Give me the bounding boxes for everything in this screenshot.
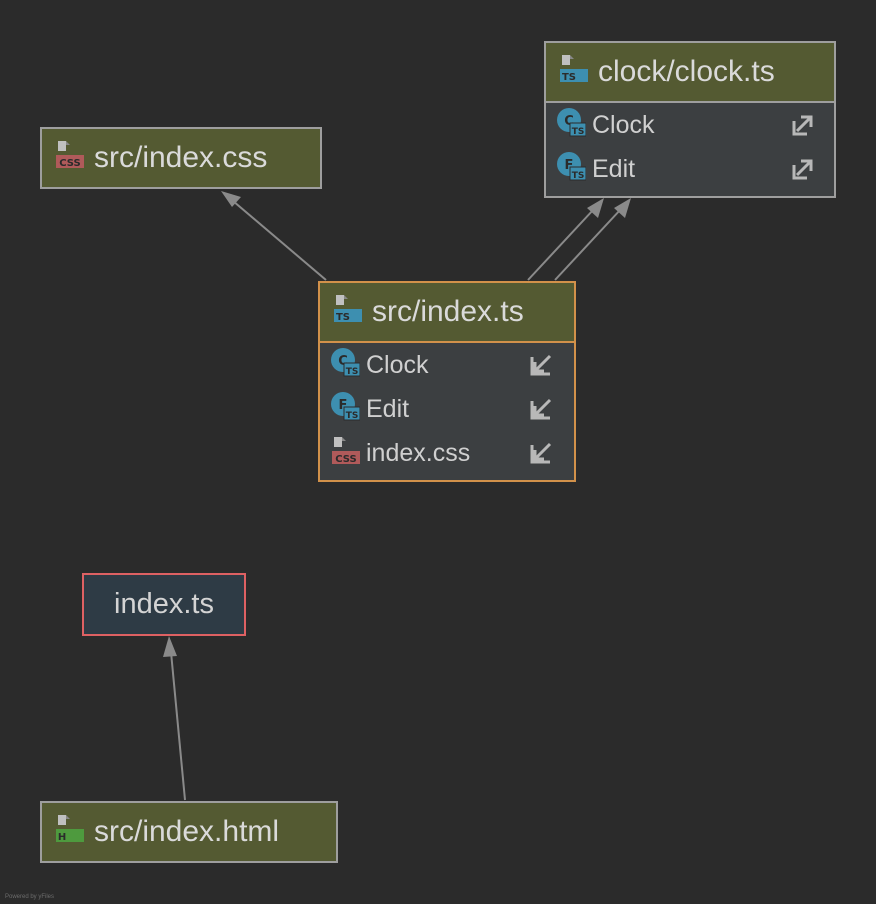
node-title: src/index.css (94, 141, 268, 174)
svg-text:TS: TS (346, 367, 359, 377)
svg-text:CSS: CSS (59, 158, 80, 169)
member-label: Edit (592, 154, 636, 183)
node-title: src/index.ts (372, 295, 524, 328)
edge-arrowhead (163, 636, 177, 657)
svg-text:CSS: CSS (335, 454, 356, 465)
node-header: TS src/index.ts (320, 283, 574, 341)
svg-text:TS: TS (346, 411, 359, 421)
node-header: H src/index.html (42, 803, 336, 861)
html-file-icon: H (54, 813, 84, 851)
edge-index-html-to-index-ts (170, 651, 186, 801)
node-title: clock/clock.ts (598, 55, 775, 88)
export-arrow-icon (790, 113, 814, 144)
svg-text:C: C (564, 114, 574, 129)
svg-text:F: F (565, 158, 574, 173)
member-label: Clock (592, 110, 655, 139)
edge-index-ts-to-index-css (232, 200, 327, 281)
svg-text:C: C (338, 354, 348, 369)
css-file-icon: CSS (330, 435, 360, 472)
svg-text:F: F (339, 398, 348, 413)
node-index-ts[interactable]: index.ts (82, 573, 246, 636)
import-arrow-icon (530, 353, 554, 384)
node-divider (320, 341, 574, 343)
ts-file-icon: TS (332, 293, 362, 331)
import-arrow-icon (530, 441, 554, 472)
node-title: src/index.html (94, 815, 280, 848)
export-arrow-icon (790, 157, 814, 188)
edge-arrowhead (614, 198, 631, 218)
css-file-icon: CSS (54, 139, 84, 177)
edge-arrowhead (587, 198, 604, 218)
svg-text:TS: TS (572, 127, 585, 137)
svg-text:TS: TS (572, 171, 585, 181)
node-header: CSS src/index.css (42, 129, 320, 187)
node-index-css[interactable]: CSS src/index.css (40, 127, 322, 189)
member-label: Clock (366, 350, 429, 379)
node-index-html[interactable]: H src/index.html (40, 801, 338, 863)
svg-text:TS: TS (336, 312, 350, 323)
node-divider (546, 101, 834, 103)
member-label: Edit (366, 394, 410, 423)
edge-index-ts-to-clock-ts-2 (554, 208, 622, 281)
member-row-index-css[interactable]: CSS index.css (320, 431, 574, 475)
node-header: TS clock/clock.ts (546, 43, 834, 101)
ts-file-icon: TS (558, 53, 588, 91)
node-title: index.ts (114, 588, 214, 620)
import-arrow-icon (530, 397, 554, 428)
svg-text:TS: TS (562, 72, 576, 83)
edge-index-ts-to-clock-ts-1 (527, 208, 595, 281)
svg-text:H: H (58, 832, 66, 843)
member-label: index.css (366, 438, 471, 467)
powered-by-footer: Powered by yFiles (5, 894, 55, 900)
edge-arrowhead (221, 191, 241, 207)
